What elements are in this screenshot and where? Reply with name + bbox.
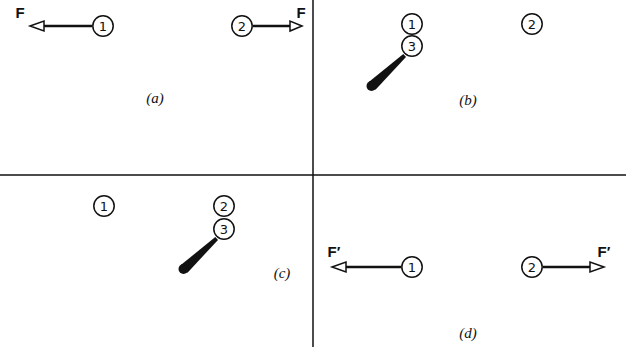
circle-outline <box>232 16 252 36</box>
numbered-circle: 1 <box>93 195 115 217</box>
circle-number: 2 <box>220 200 228 213</box>
panel-label: (a) <box>146 91 164 106</box>
arrowhead <box>290 21 302 31</box>
circle-outline <box>402 36 422 56</box>
rod-handle <box>179 264 189 274</box>
arrowhead <box>332 262 346 272</box>
panel-label: (d) <box>459 326 477 341</box>
circle-number: 1 <box>408 18 416 31</box>
circle-outline <box>94 196 114 216</box>
panel-divider <box>312 0 314 347</box>
numbered-circle: 1 <box>92 15 114 37</box>
circle-outline <box>522 257 542 277</box>
circle-number: 2 <box>238 20 246 33</box>
circle-number: 1 <box>408 261 416 274</box>
circle-number: 2 <box>528 18 536 31</box>
panel-divider <box>0 174 626 176</box>
circle-number: 1 <box>99 20 107 33</box>
numbered-circle: 3 <box>213 218 235 240</box>
force-label: F′ <box>598 244 611 259</box>
numbered-circle: 1 <box>401 256 423 278</box>
force-arrow <box>44 25 92 28</box>
circle-outline <box>522 14 542 34</box>
numbered-circle: 2 <box>231 15 253 37</box>
circle-number: 3 <box>220 223 228 236</box>
numbered-circle: 2 <box>213 195 235 217</box>
arrowhead <box>30 21 44 31</box>
circle-outline <box>402 257 422 277</box>
circle-outline <box>214 219 234 239</box>
numbered-circle: 2 <box>521 256 543 278</box>
circle-outline <box>93 16 113 36</box>
force-arrow <box>346 266 401 269</box>
circle-outline <box>402 14 422 34</box>
force-arrow <box>253 25 290 28</box>
arrowhead <box>590 262 604 272</box>
force-arrow <box>543 266 590 269</box>
force-label: F <box>296 5 305 20</box>
numbered-circle: 1 <box>401 13 423 35</box>
numbered-circle: 2 <box>521 13 543 35</box>
panel-label: (c) <box>274 266 291 281</box>
force-label: F′ <box>328 244 341 259</box>
circle-number: 1 <box>100 200 108 213</box>
force-label: F <box>15 5 24 20</box>
rod-handle <box>367 81 377 91</box>
circle-number: 3 <box>408 40 416 53</box>
circle-outline <box>214 196 234 216</box>
panel-label: (b) <box>459 93 477 108</box>
circle-number: 2 <box>528 261 536 274</box>
numbered-circle: 3 <box>401 35 423 57</box>
